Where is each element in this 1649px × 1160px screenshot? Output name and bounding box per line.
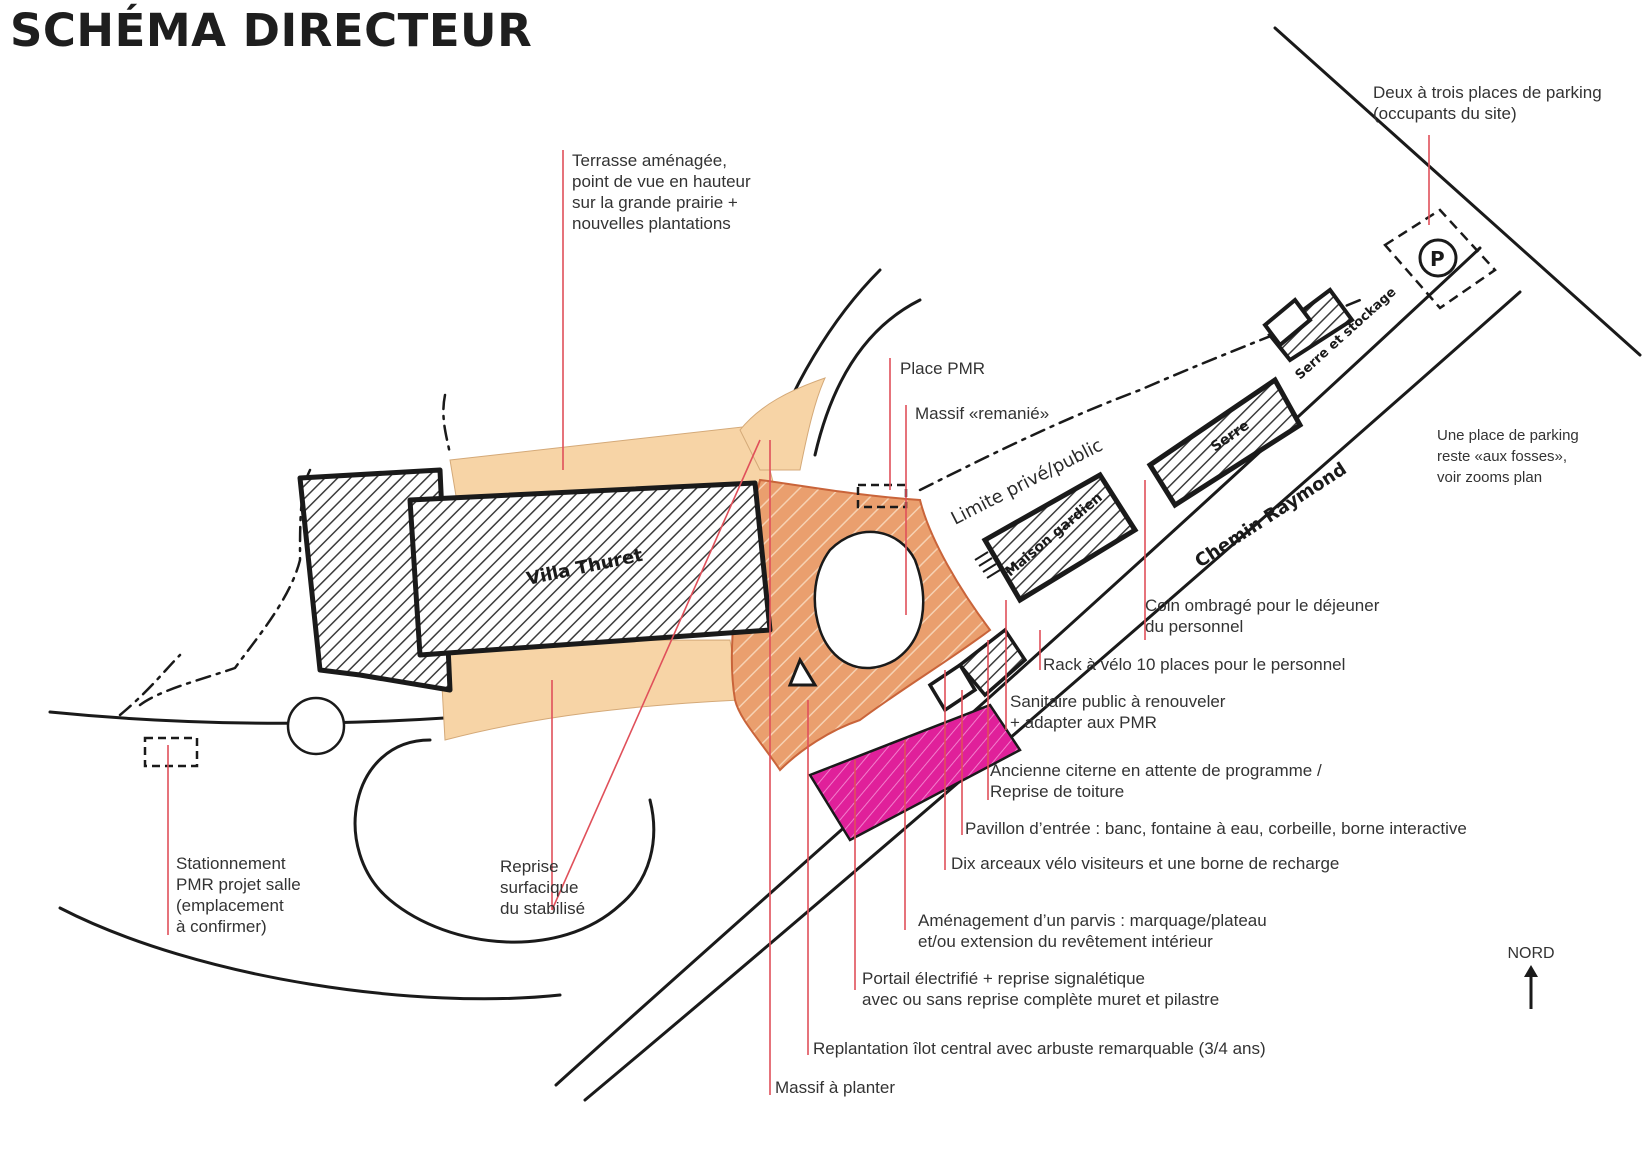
parking-symbol [1418,238,1458,278]
stationnement-pmr-symbol [143,736,199,768]
north-indicator: NORD [1500,945,1562,1016]
annotation-line: Terrasse aménagée, [572,151,727,170]
annotation-line: Reprise de toiture [990,782,1125,801]
annotation-line: Sanitaire public à renouveler [1010,692,1226,711]
annotation-sanitaire: Sanitaire public à renouveler + adapter … [1010,691,1225,733]
annotation-stationnement: Stationnement PMR projet salle (emplacem… [176,853,301,937]
annotation-line: Rack à vélo 10 places pour le personnel [1043,655,1346,674]
serre-building [1146,376,1304,509]
annotation-line: Dix arceaux vélo visiteurs et une borne … [951,854,1340,873]
annotation-line: reste «aux fosses», [1437,448,1568,465]
annotation-line: Une place de parking [1437,427,1579,444]
annotation-line: Pavillon d’entrée : banc, fontaine à eau… [965,819,1467,838]
annotation-line: Deux à trois places de parking [1373,83,1602,102]
annotation-reprise: Reprise surfacique du stabilisé [500,856,585,919]
annotation-line: du stabilisé [500,899,586,918]
annotation-line: Replantation îlot central avec arbuste r… [813,1039,1266,1058]
annotation-line: du personnel [1145,617,1244,636]
annotation-line: avec ou sans reprise complète muret et p… [862,990,1220,1009]
annotation-line: PMR projet salle [176,875,301,894]
annotation-massif-planter: Massif à planter [775,1077,895,1098]
annotation-line: à confirmer) [176,917,267,936]
annotation-line: Reprise [500,857,559,876]
annotation-parking-occupants: Deux à trois places de parking (occupant… [1373,82,1602,124]
annotation-line: et/ou extension du revêtement intérieur [918,932,1213,951]
parking-zone [1383,208,1497,310]
annotation-massif-remanie: Massif «remanié» [915,403,1049,424]
annotation-line: surfacique [500,878,579,897]
annotation-portail: Portail électrifié + reprise signalétiqu… [862,968,1219,1010]
north-arrow-icon [1524,965,1538,1009]
annotation-arceaux: Dix arceaux vélo visiteurs et une borne … [951,853,1339,874]
annotation-line: Aménagement d’un parvis : marquage/plate… [918,911,1267,930]
leader-lines [167,135,1430,1095]
annotation-coin-ombrage: Coin ombragé pour le déjeuner du personn… [1145,595,1379,637]
annotation-line: Massif à planter [775,1078,895,1097]
annotation-rack-velo: Rack à vélo 10 places pour le personnel [1043,654,1345,675]
tree-marker [787,656,818,687]
annotation-line: point de vue en hauteur [572,172,751,191]
annotation-line: Place PMR [900,359,986,378]
page-title: SCHÉMA DIRECTEUR [10,4,533,57]
annotation-parking-fosses: Une place de parking reste «aux fosses»,… [1437,425,1579,488]
annotation-line: Coin ombragé pour le déjeuner [1145,596,1380,615]
annotation-terrasse: Terrasse aménagée, point de vue en haute… [572,150,751,234]
annotation-parvis: Aménagement d’un parvis : marquage/plate… [918,910,1267,952]
annotation-line: + adapter aux PMR [1010,713,1157,732]
north-label: NORD [1507,945,1555,962]
annotation-pavillon: Pavillon d’entrée : banc, fontaine à eau… [965,818,1467,839]
annotation-line: Portail électrifié + reprise signalétiqu… [862,969,1146,988]
maison-gardien-building [981,471,1139,604]
parking-symbol-letter: P [1430,247,1445,271]
annotation-line: Ancienne citerne en attente de programme… [990,761,1322,780]
lawn-round-feature [286,696,346,756]
annotation-line: voir zooms plan [1437,469,1543,486]
annotation-citerne: Ancienne citerne en attente de programme… [990,760,1322,802]
annotation-replantation: Replantation îlot central avec arbuste r… [813,1038,1266,1059]
annotation-line: sur la grande prairie + [572,193,738,212]
annotation-line: (occupants du site) [1373,104,1517,123]
annotation-line: (emplacement [176,896,284,915]
sanitaire-block [927,627,1028,713]
annotation-line: nouvelles plantations [572,214,731,233]
massif-a-planter-zone [808,703,1022,842]
annotation-place-pmr: Place PMR [900,358,985,379]
central-island [813,530,925,670]
annotation-line: Stationnement [176,854,286,873]
annotation-line: Massif «remanié» [915,404,1050,423]
serre-stockage-building [1262,287,1355,363]
steps [974,551,1001,579]
